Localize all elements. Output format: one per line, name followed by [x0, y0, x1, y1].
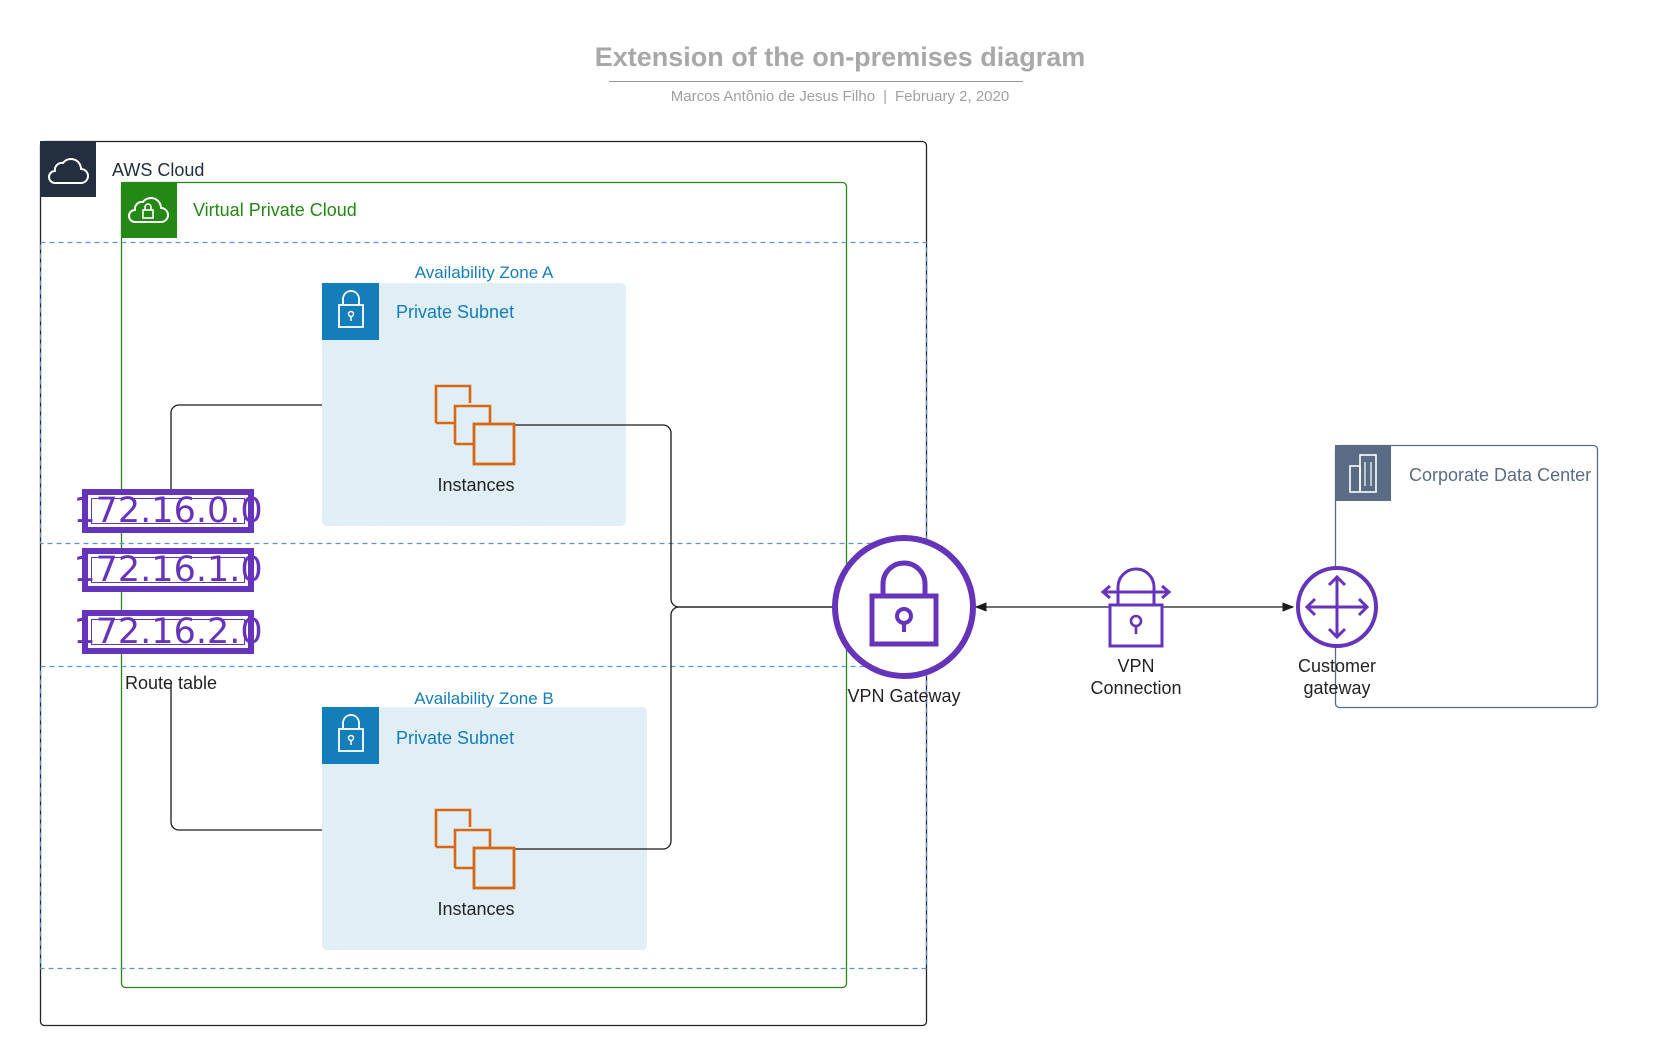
subtitle-separator: | [883, 88, 887, 105]
aws-cloud-label: AWS Cloud [112, 160, 205, 180]
customer-gateway-router-icon[interactable] [1296, 566, 1378, 648]
route-table-label: Route table [124, 673, 218, 693]
aws-cloud-icon [40, 141, 96, 197]
subnet-b-padlock-icon [322, 707, 379, 764]
availability-zone-b-label: Availability Zone B [414, 689, 554, 708]
private-subnet-b[interactable] [322, 707, 647, 950]
vpn-gateway-icon[interactable] [832, 535, 976, 679]
instances-b-icon [434, 808, 516, 890]
availability-zone-a[interactable] [39, 241, 928, 545]
route-table-to-subnet-b-line [170, 684, 322, 831]
office-building-icon [1335, 445, 1391, 501]
vpc-label: Virtual Private Cloud [193, 200, 357, 220]
diagram-subtitle: Marcos Antônio de Jesus Filho | February 2… [0, 88, 1680, 105]
title-underline [609, 81, 1023, 82]
vpn-connection-label-line2: Connection [1090, 678, 1182, 698]
diagram-date: February 2, 2020 [894, 88, 1010, 105]
vpn-gateway-label: VPN Gateway [847, 686, 961, 706]
author-name: Marcos Antônio de Jesus Filho [670, 88, 876, 105]
customer-gateway-label: Customer gateway [1277, 655, 1397, 699]
corporate-data-center-label: Corporate Data Center [1409, 465, 1592, 485]
instances-b-to-vpn-gateway-line [510, 606, 834, 850]
instances-a-to-vpn-gateway-line [510, 424, 834, 608]
customer-gateway-label-line1: Customer [1297, 656, 1377, 676]
instances-b-label: Instances [437, 899, 515, 919]
route-table-entry-3[interactable]: 172.16.2.0 [73, 610, 263, 654]
subnet-a-padlock-icon [322, 283, 379, 340]
route-table-entry-2[interactable]: 172.16.1.0 [73, 548, 263, 592]
vpc-cloud-lock-icon [121, 182, 177, 238]
private-subnet-a-label: Private Subnet [396, 302, 515, 322]
availability-zone-b[interactable] [39, 665, 928, 970]
vpn-connection-label: VPN Connection [1076, 655, 1196, 699]
private-subnet-a[interactable] [322, 283, 626, 526]
diagram-title: Extension of the on-premises diagram [594, 42, 1086, 72]
vpn-connection-icon[interactable] [1100, 567, 1172, 648]
availability-zone-a-label: Availability Zone A [414, 263, 554, 282]
instances-a-icon [434, 384, 516, 466]
route-table-entry-1[interactable]: 172.16.0.0 [73, 489, 263, 533]
route-table-to-subnet-a-line [170, 404, 322, 489]
instances-a-label: Instances [437, 475, 515, 495]
vpn-connection-label-line1: VPN [1117, 656, 1155, 676]
customer-gateway-label-line2: gateway [1303, 678, 1371, 698]
private-subnet-b-label: Private Subnet [396, 728, 515, 748]
